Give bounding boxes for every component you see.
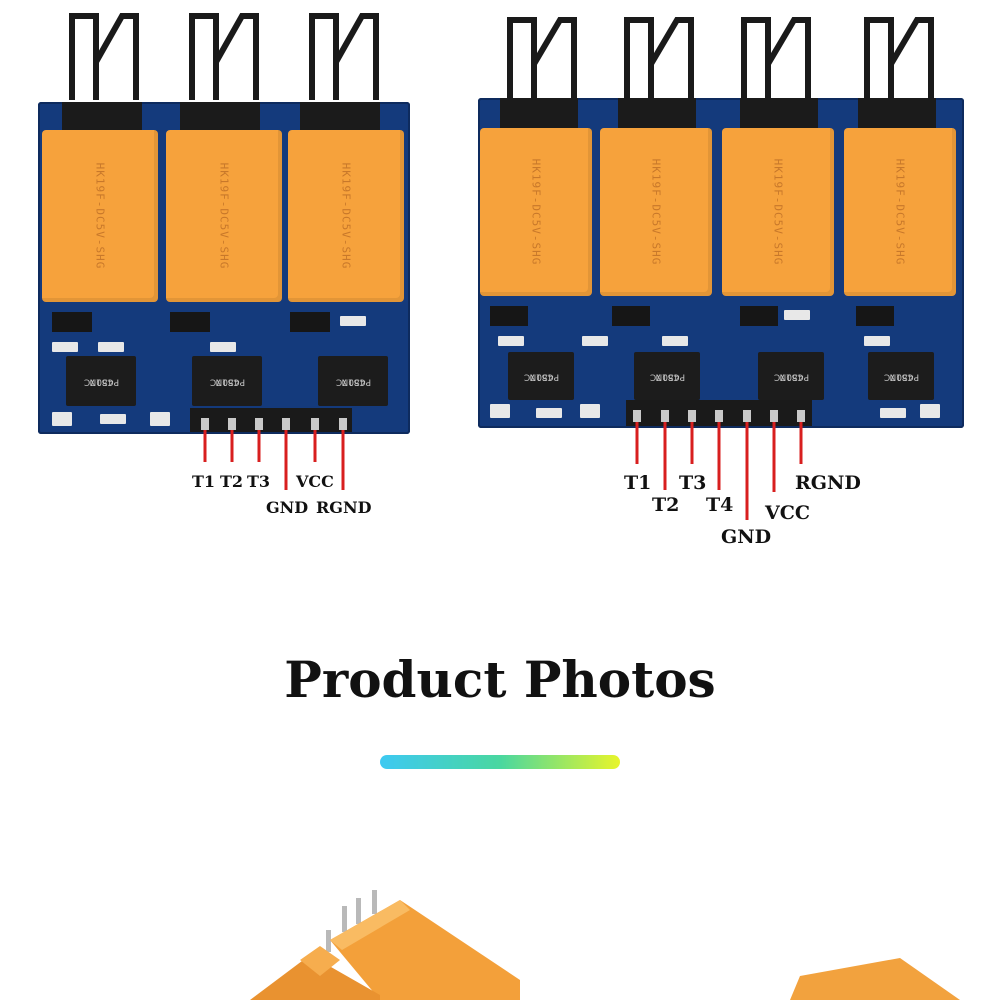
resistor (784, 310, 810, 320)
resistor (880, 408, 906, 418)
resistor (864, 336, 890, 346)
pin-label-gnd: GND (721, 526, 772, 548)
relay: HK19F-DC5V-SHG (600, 128, 712, 296)
resistor (100, 414, 126, 424)
pin-label-vcc: VCC (296, 472, 334, 491)
resistor (536, 408, 562, 418)
relay: HK19F-DC5V-SHG (844, 128, 956, 296)
resistor (498, 336, 524, 346)
transistor (290, 312, 330, 332)
output-terminal (618, 98, 696, 128)
output-terminal (858, 98, 936, 128)
input-wires-3ch (201, 418, 347, 490)
relay-photo-partial (250, 890, 960, 1000)
switch-symbols (69, 13, 934, 100)
pin-label-t2: T2 (220, 472, 244, 491)
led (580, 404, 600, 418)
relay: HK19F-DC5V-SHG (166, 130, 282, 302)
input-pin-header (190, 408, 352, 432)
output-terminal (500, 98, 578, 128)
pin-label-t4: T4 (706, 494, 734, 516)
transistor (490, 306, 528, 326)
resistor (98, 342, 124, 352)
pin-label-t2: T2 (652, 494, 680, 516)
transistor (612, 306, 650, 326)
resistor (340, 316, 366, 326)
transistor (740, 306, 778, 326)
resistor (582, 336, 608, 346)
pin-label-t3: T3 (247, 472, 271, 491)
pin-label-gnd: GND (266, 498, 309, 517)
transistor (52, 312, 92, 332)
output-terminal (740, 98, 818, 128)
led (490, 404, 510, 418)
title-underline (380, 755, 620, 769)
relay: HK19F-DC5V-SHG (480, 128, 592, 296)
resistor (210, 342, 236, 352)
relay: HK19F-DC5V-SHG (42, 130, 158, 302)
pin-label-t1: T1 (192, 472, 216, 491)
pin-label-rgnd: RGND (795, 472, 861, 494)
transistor (856, 306, 894, 326)
led (52, 412, 72, 426)
transistor (170, 312, 210, 332)
relay: HK19F-DC5V-SHG (288, 130, 404, 302)
pin-label-rgnd: RGND (316, 498, 372, 517)
pin-label-t1: T1 (624, 472, 652, 494)
input-wires-4ch (633, 410, 805, 520)
section-title: Product Photos (284, 650, 716, 709)
led (920, 404, 940, 418)
output-terminal (62, 102, 142, 130)
pin-label-t3: T3 (679, 472, 707, 494)
relay: HK19F-DC5V-SHG (722, 128, 834, 296)
resistor (52, 342, 78, 352)
resistor (662, 336, 688, 346)
output-terminal (300, 102, 380, 130)
led (150, 412, 170, 426)
pin-label-vcc: VCC (765, 502, 810, 524)
output-terminal (180, 102, 260, 130)
